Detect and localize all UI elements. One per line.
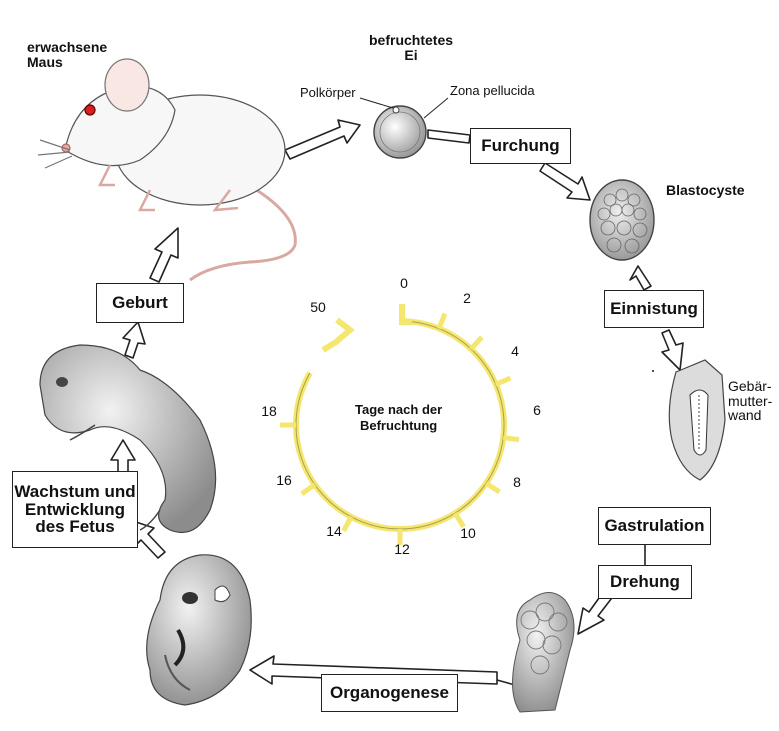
label-blastocyst: Blastocyste (666, 182, 745, 198)
clock-start-0 (402, 304, 412, 322)
fertilized-egg-line-2: Ei (369, 48, 453, 63)
arrow-fetus-to-geburt (123, 322, 145, 358)
arrow-furchung-to-blastocyst (540, 163, 590, 200)
clock-tick (302, 485, 315, 494)
label-zona-pellucida: Zona pellucida (450, 83, 535, 98)
fertilized-egg-line-1: befruchtetes (369, 33, 453, 48)
clock-tick (503, 438, 519, 440)
clock-tick (439, 314, 445, 329)
clock-tick (344, 517, 352, 531)
arrow-egg-to-furchung (428, 130, 470, 143)
day-label: 50 (310, 299, 326, 315)
fertilized-egg-illustration (360, 98, 448, 158)
label-fertilized-egg: befruchtetes Ei (369, 33, 453, 62)
day-label: 0 (400, 275, 408, 291)
clock-center-line-1: Tage nach der (355, 402, 442, 418)
wachstum-line-1: Wachstum und (14, 483, 135, 501)
day-label: 4 (511, 343, 519, 359)
day-label: 12 (394, 541, 410, 557)
turned-embryo-illustration (513, 593, 575, 713)
stage-einnistung: Einnistung (604, 290, 704, 328)
implanted-embryo-illustration (669, 360, 725, 480)
wachstum-line-3: des Fetus (14, 518, 135, 536)
day-label: 8 (513, 474, 521, 490)
label-polar-body: Polkörper (300, 85, 356, 100)
adult-mouse-line-1: erwachsene (27, 40, 107, 55)
arrow-einnistung-to-uterus (662, 330, 683, 370)
stage-drehung: Drehung (598, 565, 692, 599)
day-label: 16 (276, 472, 292, 488)
stage-geburt: Geburt (96, 283, 184, 323)
stage-organogenese: Organogenese (321, 674, 458, 712)
stage-furchung: Furchung (470, 128, 571, 164)
clock-center-line-2: Befruchtung (355, 418, 442, 434)
clock-tick (496, 378, 511, 384)
day-label: 18 (261, 403, 277, 419)
day-label: 6 (533, 402, 541, 418)
clock-gap-50 (323, 320, 350, 350)
arrow-mouse-to-egg (285, 120, 360, 159)
uterus-wall-line-2: mutter- (728, 394, 772, 409)
day-label: 2 (463, 290, 471, 306)
uterus-wall-line-3: wand (728, 408, 772, 423)
label-uterus-wall: Gebär- mutter- wand (728, 379, 772, 423)
arrow-wachstum-to-fetus (111, 440, 135, 472)
arrow-geburt-to-mouse (150, 228, 178, 282)
organogenesis-embryo-illustration (147, 555, 252, 705)
stage-gastrulation: Gastrulation (598, 507, 711, 545)
uterus-wall-line-1: Gebär- (728, 379, 772, 394)
arrow-blastocyst-to-einnistung (630, 266, 651, 290)
clock-tick (486, 483, 499, 492)
blastocyst-illustration (590, 180, 654, 260)
wachstum-line-2: Entwicklung (14, 501, 135, 519)
day-label: 14 (326, 523, 342, 539)
label-adult-mouse: erwachsene Maus (27, 40, 107, 69)
stage-wachstum: Wachstum und Entwicklung des Fetus (12, 471, 138, 548)
label-clock-center: Tage nach der Befruchtung (355, 402, 442, 435)
adult-mouse-line-2: Maus (27, 55, 107, 70)
clock-tick (471, 337, 482, 349)
day-label: 10 (460, 525, 476, 541)
